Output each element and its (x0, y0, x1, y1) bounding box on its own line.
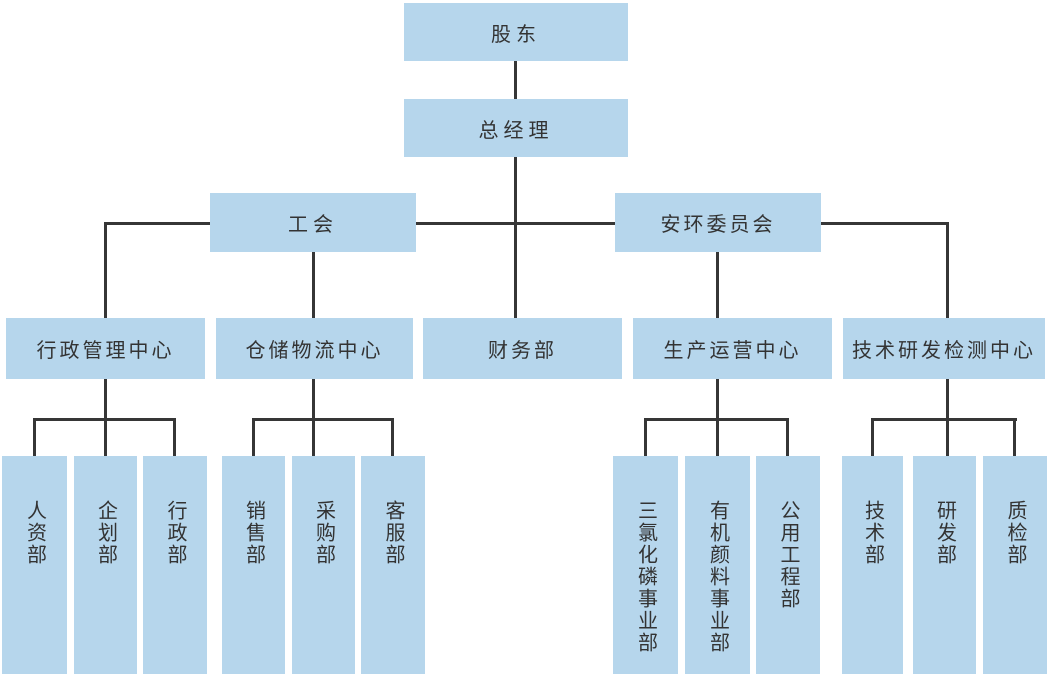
connector-union-admincenter-h (104, 222, 210, 225)
node-production-ops-center[interactable]: 生产运营中心 (633, 318, 832, 379)
node-label: 技术部 (861, 500, 884, 566)
node-label: 仓储物流中心 (245, 340, 384, 362)
node-planning-dept[interactable]: 企划部 (74, 456, 137, 674)
node-label: 有机颜料事业部 (706, 500, 729, 654)
node-organic-pigment-division[interactable]: 有机颜料事业部 (685, 456, 750, 674)
connector-stub-utility (786, 418, 789, 456)
node-general-manager[interactable]: 总经理 (404, 99, 628, 157)
node-label: 行政管理中心 (36, 340, 175, 362)
node-tech-rd-testing-center[interactable]: 技术研发检测中心 (843, 318, 1045, 379)
connector-production-rail (644, 418, 789, 421)
connector-gm-finance-trunk (514, 157, 517, 318)
connector-stub-admin (173, 418, 176, 456)
node-label: 股东 (491, 23, 541, 46)
node-label: 技术研发检测中心 (852, 340, 1036, 362)
connector-stub-customer-service (391, 418, 394, 456)
node-purchasing-dept[interactable]: 采购部 (292, 456, 355, 674)
node-label: 行政部 (164, 500, 186, 566)
connector-union-committee-cross (416, 222, 615, 225)
node-safety-env-committee[interactable]: 安环委员会 (615, 193, 821, 252)
node-admin-dept[interactable]: 行政部 (143, 456, 207, 674)
connector-shareholders-gm (514, 61, 517, 99)
node-label: 客服部 (382, 500, 404, 566)
node-label: 销售部 (242, 500, 265, 566)
node-label: 公用工程部 (777, 500, 799, 610)
node-hr-dept[interactable]: 人资部 (2, 456, 67, 674)
connector-committee-production (716, 252, 719, 318)
node-rd-dept[interactable]: 研发部 (913, 456, 976, 674)
connector-union-admincenter-v (104, 222, 107, 318)
node-customer-service-dept[interactable]: 客服部 (361, 456, 425, 674)
connector-stub-tech (871, 418, 874, 456)
connector-stub-qc (1013, 418, 1016, 456)
connector-admincenter-trunk (104, 379, 107, 456)
node-admin-mgmt-center[interactable]: 行政管理中心 (6, 318, 205, 379)
connector-stub-hr (33, 418, 36, 456)
node-label: 企划部 (94, 500, 117, 566)
connector-techcenter-trunk (946, 379, 949, 456)
connector-warehouse-trunk (312, 379, 315, 456)
node-label: 工会 (288, 214, 338, 236)
node-label: 三氯化磷事业部 (634, 500, 657, 654)
node-label: 采购部 (312, 500, 335, 566)
node-sales-dept[interactable]: 销售部 (222, 456, 285, 674)
connector-union-warehouse (312, 252, 315, 318)
node-warehouse-logistics-center[interactable]: 仓储物流中心 (216, 318, 413, 379)
connector-production-trunk (716, 379, 719, 456)
node-label: 研发部 (933, 500, 956, 566)
node-pcl3-division[interactable]: 三氯化磷事业部 (613, 456, 678, 674)
node-labor-union[interactable]: 工会 (210, 193, 416, 252)
connector-warehouse-rail (252, 418, 394, 421)
node-utility-engineering-dept[interactable]: 公用工程部 (756, 456, 820, 674)
connector-stub-sales (252, 418, 255, 456)
node-shareholders[interactable]: 股东 (404, 3, 628, 61)
node-label: 质检部 (1004, 500, 1026, 566)
node-label: 总经理 (478, 119, 554, 142)
node-label: 生产运营中心 (663, 340, 802, 362)
connector-committee-techcenter-h (821, 222, 949, 225)
connector-committee-techcenter-v (946, 222, 949, 318)
node-qc-dept[interactable]: 质检部 (983, 456, 1047, 674)
node-tech-dept[interactable]: 技术部 (842, 456, 903, 674)
connector-techcenter-rail (871, 418, 1017, 421)
node-label: 人资部 (23, 500, 46, 566)
node-label: 安环委员会 (660, 214, 776, 236)
connector-admincenter-rail (33, 418, 176, 421)
node-label: 财务部 (488, 340, 557, 362)
connector-stub-pcl3 (644, 418, 647, 456)
node-finance-dept[interactable]: 财务部 (423, 318, 622, 379)
